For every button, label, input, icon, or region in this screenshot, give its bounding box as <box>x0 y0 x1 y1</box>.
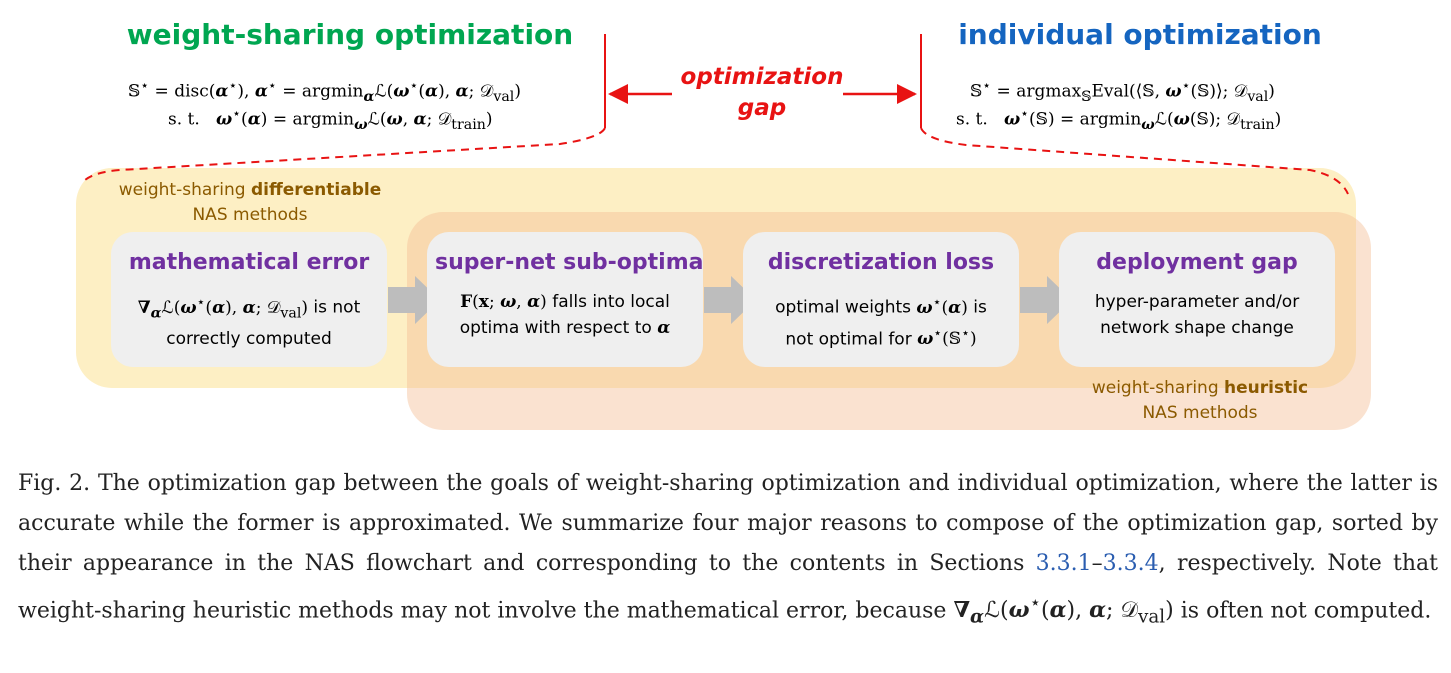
deployment-gap-card: deployment gap hyper-parameter and/or ne… <box>1059 232 1335 367</box>
heuristic-nas-label: weight-sharing heuristic NAS methods <box>1091 378 1309 423</box>
individual-equation-1: 𝕊⋆ = argmax𝕊Eval(⟨𝕊, ω⋆(𝕊)⟩; 𝒟val) <box>970 78 1275 106</box>
card-title: mathematical error <box>128 250 370 275</box>
mathematical-error-card: mathematical error ∇αℒ(ω⋆(α), α; 𝒟val) i… <box>111 232 387 367</box>
dashed-curve-left <box>84 127 606 181</box>
card-body: ∇αℒ(ω⋆(α), α; 𝒟val) is not correctly com… <box>137 294 361 350</box>
individual-equation-2: s. t. ω⋆(𝕊) = argminωℒ(ω(𝕊); 𝒟train) <box>956 106 1282 134</box>
card-body: hyper-parameter and/or network shape cha… <box>1094 292 1300 338</box>
card-body: F(x; ω, α) falls into local optima with … <box>459 292 671 338</box>
individual-title: individual optimization <box>958 18 1322 51</box>
card-title: deployment gap <box>1096 250 1298 275</box>
card-body: optimal weights ω⋆(α) is not optimal for… <box>775 294 987 350</box>
weight-sharing-title: weight-sharing optimization <box>126 18 574 51</box>
weight-sharing-equation-2: s. t. ω⋆(α) = argminωℒ(ω, α; 𝒟train) <box>168 106 493 134</box>
weight-sharing-equation-1: 𝕊⋆ = disc(α⋆), α⋆ = argminαℒ(ω⋆(α), α; 𝒟… <box>128 78 521 106</box>
optimization-gap-label: optimization gap <box>672 62 852 124</box>
caption-formula: ∇αℒ(ω⋆(α), α; 𝒟val) <box>953 593 1174 628</box>
discretization-loss-card: discretization loss optimal weights ω⋆(α… <box>743 232 1019 367</box>
section-link-3-3-4[interactable]: 3.3.4 <box>1102 551 1159 576</box>
card-title: discretization loss <box>767 250 995 275</box>
card-title: super-net sub-optima <box>435 250 704 275</box>
gap-label-line2: gap <box>737 95 787 121</box>
differentiable-nas-label: weight-sharing differentiable NAS method… <box>118 180 382 225</box>
super-net-sub-optima-card: super-net sub-optima F(x; ω, α) falls in… <box>427 232 704 367</box>
figure-caption: Fig. 2. The optimization gap between the… <box>18 471 1438 628</box>
gap-label-line1: optimization <box>680 64 844 90</box>
dashed-curve-right <box>920 127 1349 195</box>
section-link-3-3-1[interactable]: 3.3.1 <box>1035 551 1092 576</box>
